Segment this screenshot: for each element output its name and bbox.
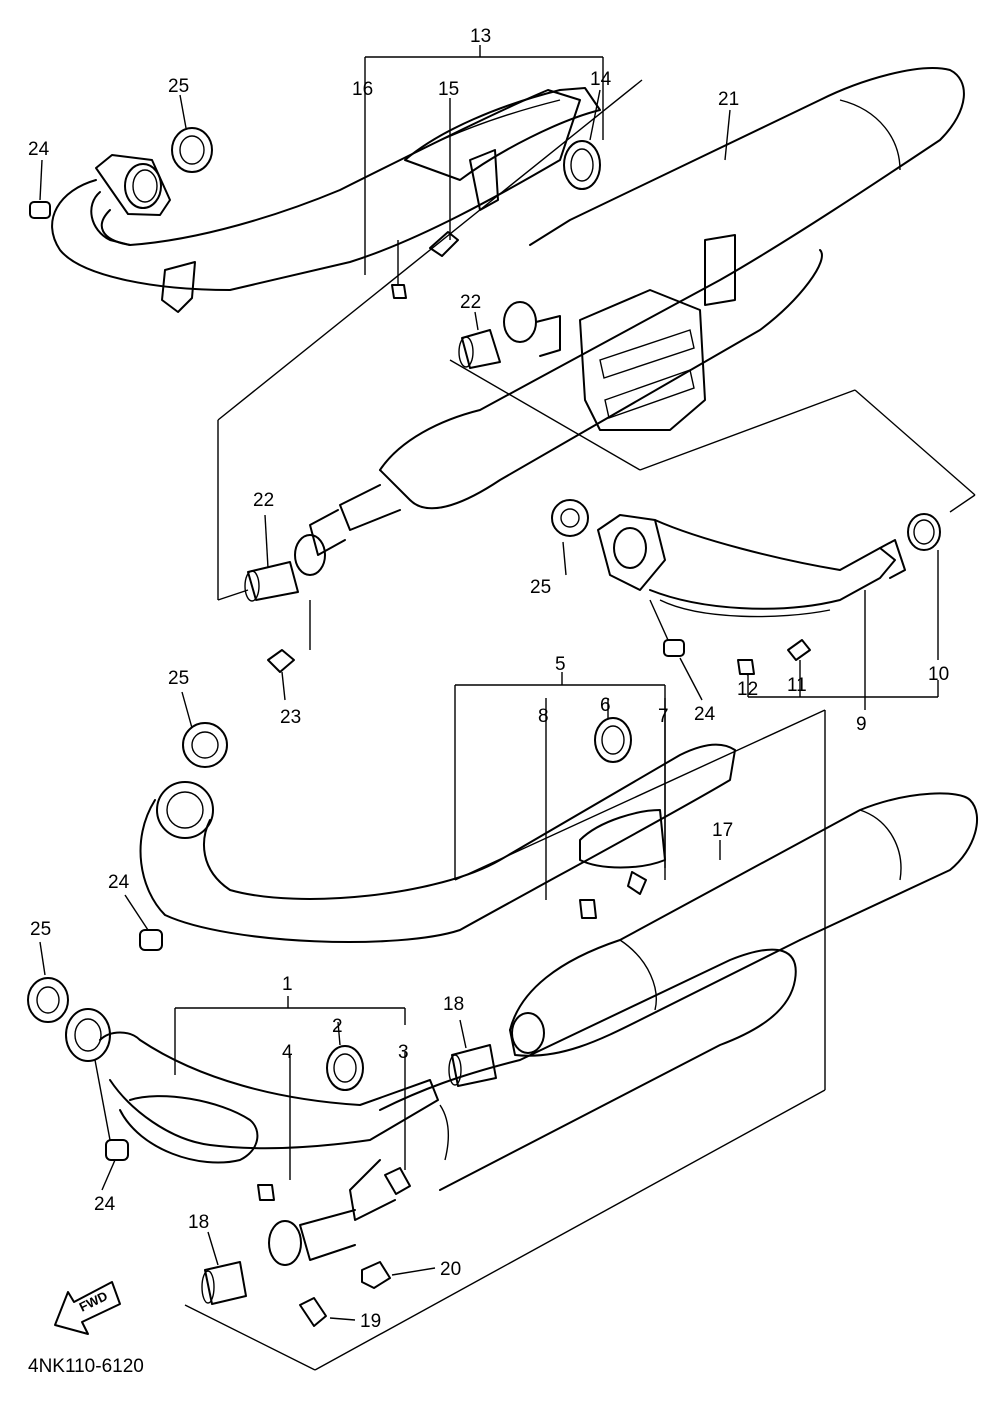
- callout-20: 20: [440, 1259, 461, 1280]
- callout-7: 7: [658, 706, 669, 727]
- assembly-boundaries: [174, 56, 976, 1371]
- middle-exhaust-pipe: [139, 717, 736, 951]
- callout-numbers: 13 16 15 14 21 25 24 22 22 25 23 5 8 6 7…: [28, 26, 949, 1332]
- lower-exhaust-pipe: [27, 977, 439, 1201]
- callout-24-middle: 24: [108, 872, 130, 893]
- callout-23: 23: [280, 707, 301, 728]
- callout-3: 3: [398, 1042, 409, 1063]
- callout-19: 19: [360, 1311, 381, 1332]
- callout-24-top: 24: [28, 139, 50, 160]
- callout-12: 12: [737, 679, 758, 700]
- callout-10: 10: [928, 664, 949, 685]
- leader-lines: [39, 45, 939, 1321]
- callout-25-right: 25: [530, 577, 551, 598]
- callout-5: 5: [555, 654, 566, 675]
- callout-14: 14: [590, 69, 612, 90]
- callout-21: 21: [718, 89, 739, 110]
- callout-1: 1: [282, 974, 293, 995]
- callout-18-upper: 18: [443, 994, 464, 1015]
- lower-muffler: [201, 792, 979, 1327]
- callout-11: 11: [787, 675, 807, 696]
- forward-direction-arrow: FWD: [54, 1281, 121, 1335]
- upper-exhaust-pipe-front: [29, 87, 601, 313]
- callout-8: 8: [538, 706, 549, 727]
- callout-16: 16: [352, 79, 373, 100]
- callout-2: 2: [332, 1016, 343, 1037]
- right-side-pipe: [551, 499, 941, 675]
- callout-25-bottom: 25: [30, 919, 51, 940]
- drawing-code: 4NK110-6120: [28, 1356, 144, 1377]
- callout-22-upper: 22: [460, 292, 481, 313]
- callout-9: 9: [856, 714, 867, 735]
- callout-17: 17: [712, 820, 733, 841]
- callout-18-lower: 18: [188, 1212, 209, 1233]
- callout-4: 4: [282, 1042, 293, 1063]
- callout-13: 13: [470, 26, 491, 47]
- callout-6: 6: [600, 695, 611, 716]
- callout-25-top: 25: [168, 76, 189, 97]
- callout-15: 15: [438, 79, 459, 100]
- callout-24-right: 24: [694, 704, 716, 725]
- callout-22-lower: 22: [253, 490, 274, 511]
- callout-25-middle: 25: [168, 668, 189, 689]
- upper-muffler: [244, 67, 965, 673]
- callout-24-bottom: 24: [94, 1194, 116, 1215]
